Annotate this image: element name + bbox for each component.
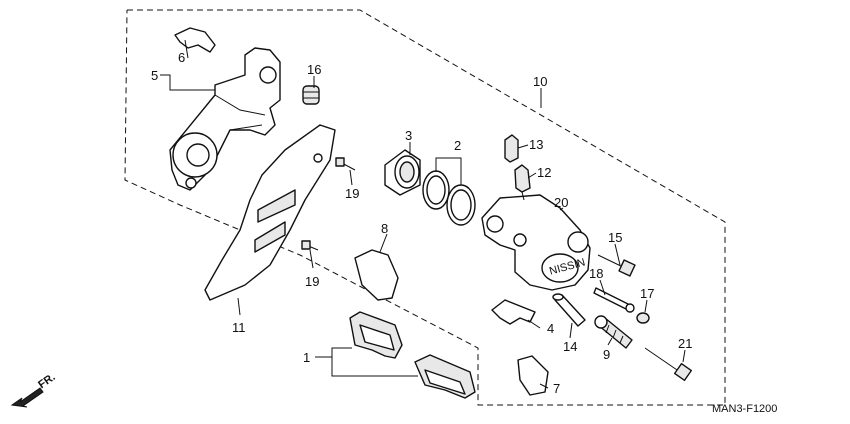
bleeder-valve-12 [514, 164, 531, 201]
caliper-pin-18 [593, 287, 635, 313]
callout-14: 14 [563, 339, 577, 354]
caliper-bracket [169, 47, 281, 191]
callout-1: 1 [303, 350, 310, 365]
callout-16: 16 [307, 62, 321, 77]
assembly-boundary [124, 9, 726, 406]
callout-11: 11 [232, 320, 246, 335]
callout-6: 6 [178, 50, 185, 65]
callout-17: 17 [640, 286, 654, 301]
callout-18: 18 [589, 266, 603, 281]
front-arrow-icon [10, 387, 44, 408]
pad-shim [354, 249, 399, 301]
callout-12: 12 [537, 165, 551, 180]
caliper-piston [384, 149, 421, 196]
callout-19a: 19 [345, 186, 359, 201]
callout-21: 20 [554, 195, 568, 210]
caliper-guard [204, 124, 336, 301]
caliper-bolt-20 [644, 347, 693, 382]
leader-lines [160, 39, 686, 389]
rubber-cap-16 [302, 85, 320, 105]
callout-15: 15 [608, 230, 622, 245]
pin-bolt-15 [597, 254, 636, 277]
callout-13: 13 [529, 137, 543, 152]
brake-pad-set [349, 311, 476, 399]
sleeve-14 [552, 293, 586, 327]
diagram-code: MAN3-F1200 [712, 403, 777, 415]
pad-retainer-clip [174, 27, 216, 53]
callout-9: 9 [603, 347, 610, 362]
pad-spring-7 [517, 355, 549, 396]
pad-spring [491, 299, 536, 325]
bracket-bolt-9 [594, 315, 633, 349]
caliper-body: NISSIN [481, 194, 591, 291]
callout-3: 3 [405, 128, 412, 143]
callout-19b: 19 [305, 274, 319, 289]
bleeder-cap-13 [504, 134, 519, 163]
guard-bolt-19b [301, 240, 319, 251]
callout-7: 7 [553, 381, 560, 396]
callout-10: 10 [533, 74, 547, 89]
boot-17 [636, 312, 650, 324]
callout-2: 2 [454, 138, 461, 153]
callout-20: 21 [678, 336, 692, 351]
callout-8: 8 [381, 221, 388, 236]
guard-bolt-19a [335, 157, 356, 171]
callout-5: 5 [151, 68, 158, 83]
callout-4: 4 [547, 321, 554, 336]
